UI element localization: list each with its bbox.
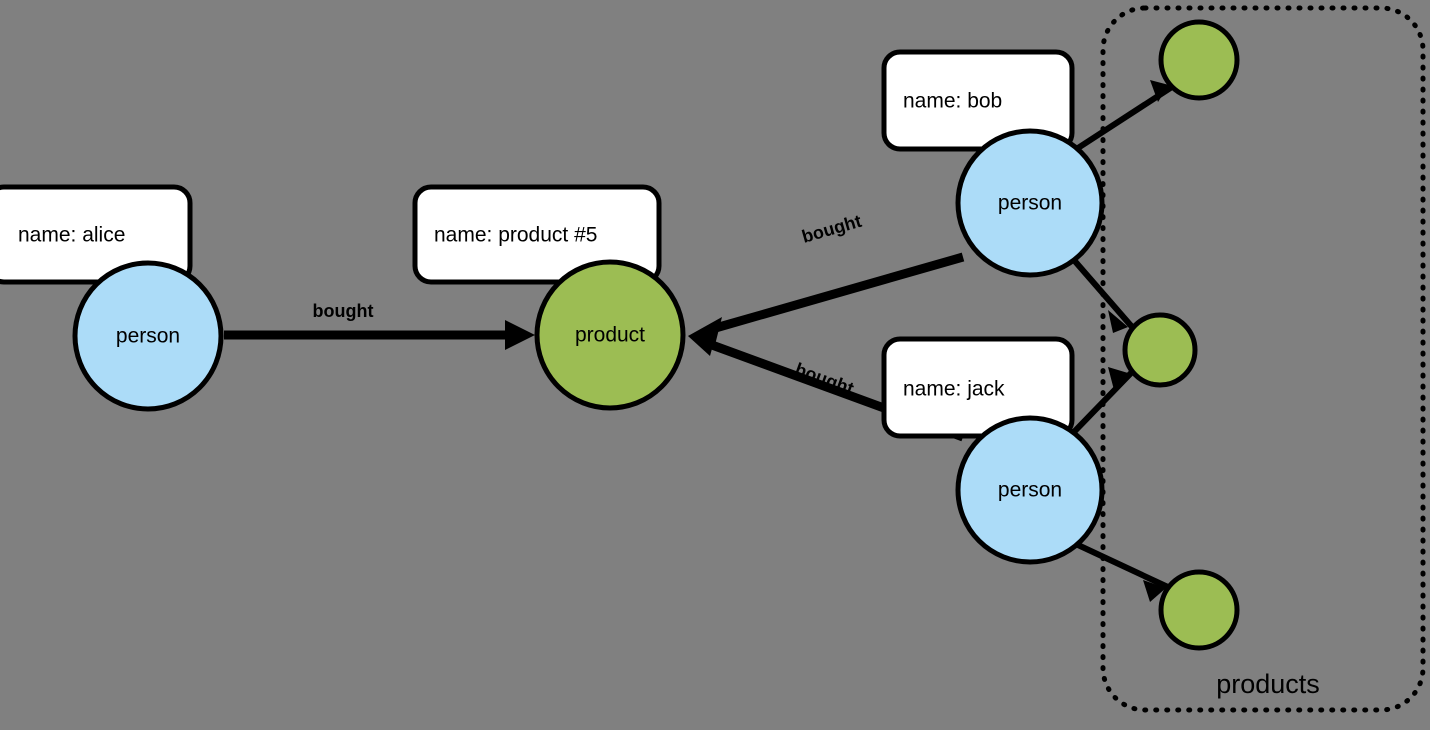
edge-arrowhead xyxy=(688,327,718,356)
property-box-alice[interactable]: name: alice xyxy=(0,184,193,285)
property-box-jack[interactable]: name: jack xyxy=(881,336,1075,439)
edge-line xyxy=(1076,542,1172,591)
edge-alice-bought-product[interactable]: bought xyxy=(224,301,535,350)
node-label-bob: person xyxy=(998,192,1062,215)
property-boxes-layer: name: alice name: product #5 name: bob n… xyxy=(0,49,1075,439)
node-product-bottom[interactable] xyxy=(1158,569,1240,651)
node-product-product5[interactable]: product xyxy=(534,259,686,411)
node-circle xyxy=(72,260,224,412)
edge-arrowhead xyxy=(1150,80,1169,102)
edge-arrowhead xyxy=(1143,580,1166,602)
node-person-alice[interactable]: person xyxy=(72,260,224,412)
edge-arrowhead xyxy=(505,320,535,350)
edge-bob-to-product-mid[interactable] xyxy=(1070,257,1136,333)
property-box-bob-text: name: bob xyxy=(903,90,1002,113)
node-circle xyxy=(534,259,686,411)
edge-jack-to-product-mid[interactable] xyxy=(1069,367,1136,437)
property-box-rect xyxy=(0,184,193,285)
edge-jack-to-product-bottom[interactable] xyxy=(1076,542,1172,602)
edge-line xyxy=(1069,368,1136,437)
node-circle xyxy=(1158,19,1240,101)
node-person-jack[interactable]: person xyxy=(955,415,1105,565)
property-box-rect xyxy=(412,184,662,285)
node-circle xyxy=(1158,569,1240,651)
property-box-jack-text: name: jack xyxy=(903,378,1005,401)
edge-bob-to-product-top[interactable] xyxy=(1076,80,1177,151)
edge-label-bought-jack: bought xyxy=(792,359,856,399)
edge-line xyxy=(1070,257,1136,330)
property-box-product5[interactable]: name: product #5 xyxy=(412,184,662,285)
group-products-border xyxy=(1100,5,1426,713)
node-product-top[interactable] xyxy=(1158,19,1240,101)
group-products-label: products xyxy=(1216,669,1320,699)
property-box-rect xyxy=(881,49,1075,152)
node-circle xyxy=(1122,312,1198,388)
edge-line xyxy=(710,252,965,334)
node-product-mid[interactable] xyxy=(1122,312,1198,388)
edge-label-bought-bob: bought xyxy=(800,211,864,247)
edge-arrowhead xyxy=(1108,367,1128,390)
property-box-rect xyxy=(881,336,1075,439)
group-products[interactable]: products xyxy=(1100,5,1426,713)
node-circle xyxy=(955,415,1105,565)
node-label-product5: product xyxy=(575,324,645,347)
property-box-bob[interactable]: name: bob xyxy=(881,49,1075,152)
node-label-alice: person xyxy=(116,325,180,348)
property-box-product5-text: name: product #5 xyxy=(434,224,597,247)
node-circle xyxy=(955,128,1105,278)
edge-label-bought-alice: bought xyxy=(313,301,374,321)
property-box-alice-text: name: alice xyxy=(18,224,125,247)
edge-arrowhead xyxy=(1108,310,1128,333)
nodes-layer: person product person person xyxy=(72,19,1240,651)
node-person-bob[interactable]: person xyxy=(955,128,1105,278)
node-label-jack: person xyxy=(998,479,1062,502)
edge-bob-bought-product[interactable]: bought xyxy=(688,211,965,345)
